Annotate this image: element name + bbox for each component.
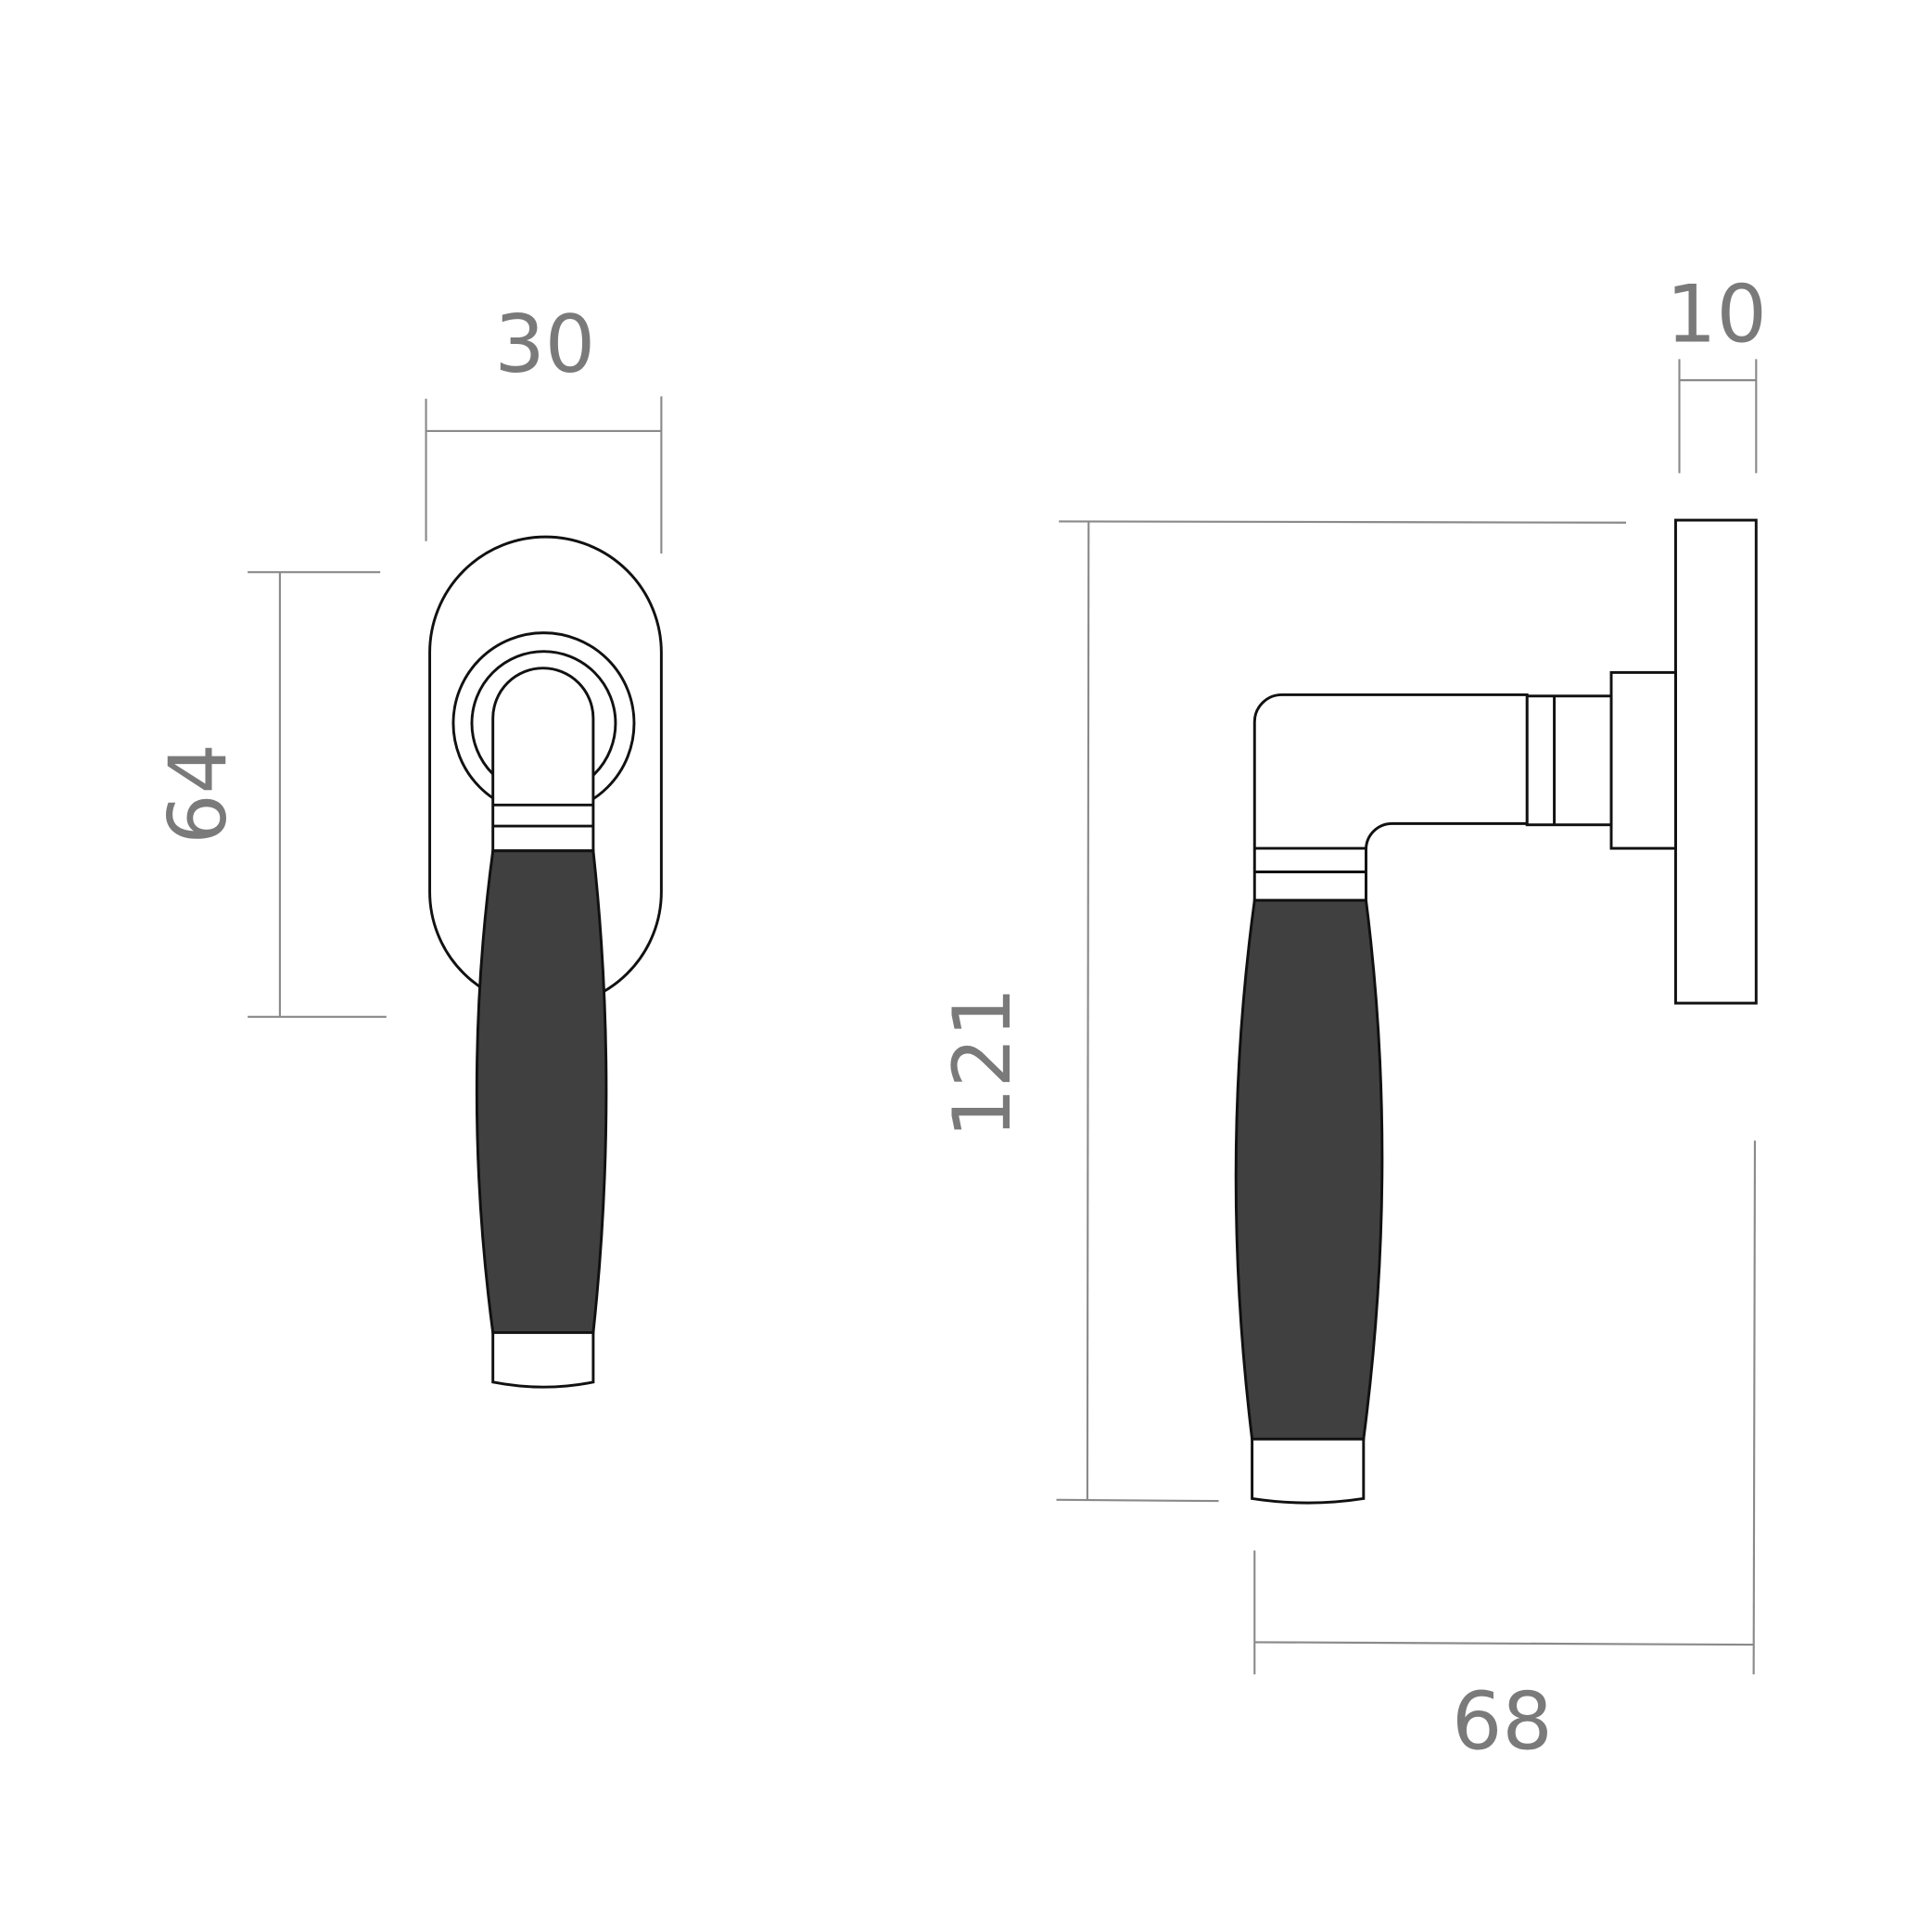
dimension-label: 30 <box>494 299 595 391</box>
rosette-collar <box>1609 670 1677 850</box>
spindle-neck <box>1525 694 1613 827</box>
lever-arm <box>1252 693 1529 902</box>
handle-end-cap <box>1251 1437 1366 1505</box>
dimension-projection-68: 68 <box>1253 1140 1757 1768</box>
dimension-label: 64 <box>153 744 245 845</box>
dimension-label: 121 <box>937 987 1029 1138</box>
handle-grip <box>1234 898 1384 1441</box>
dimension-label: 10 <box>1666 270 1767 362</box>
handle-grip <box>475 849 608 1334</box>
dimension-height-64: 64 <box>153 571 387 1018</box>
dimension-thickness-10: 10 <box>1666 270 1767 474</box>
front-view: 30 64 <box>153 299 663 1389</box>
side-view: 10 121 68 <box>937 270 1767 1769</box>
dimension-width-30: 30 <box>425 299 663 554</box>
dimension-label: 68 <box>1452 1676 1553 1768</box>
handle-neck <box>491 667 595 853</box>
handle-end-cap <box>491 1330 595 1389</box>
mounting-plate <box>1673 518 1758 1005</box>
dimension-height-121: 121 <box>937 520 1627 1503</box>
